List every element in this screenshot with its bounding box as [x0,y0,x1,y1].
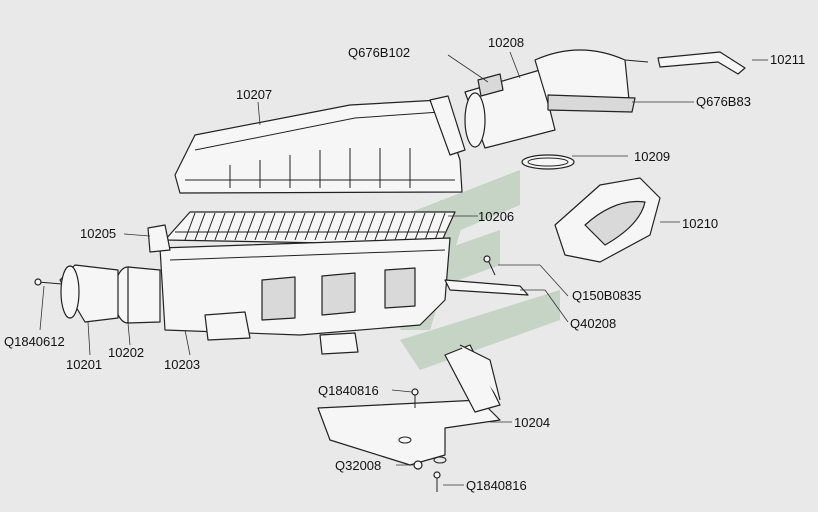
label-10209: 10209 [634,149,670,164]
vent-tube-10211[interactable] [657,51,746,75]
mounting-bracket-10204[interactable] [317,344,501,466]
part-labels: 10207 10206 10205 Q676B102 10208 10211 Q… [4,35,805,493]
label-10211: 10211 [770,52,805,67]
leader-lines [39,51,768,486]
label-q32008: Q32008 [335,458,381,473]
label-10201: 10201 [66,357,102,372]
label-10210: 10210 [682,216,718,231]
label-10208: 10208 [488,35,524,50]
seal-ring-10209[interactable] [521,154,575,170]
nut-q32008[interactable] [413,460,423,470]
air-cleaner-housing-10203[interactable] [147,224,451,355]
label-q150b0835: Q150B0835 [572,288,641,303]
air-cleaner-cover-10207[interactable] [174,95,466,194]
label-q1840816-top: Q1840816 [318,383,379,398]
bracket-q40208[interactable] [444,279,529,296]
screw-q1840612[interactable] [34,278,63,286]
label-10206: 10206 [478,209,514,224]
label-q1840612: Q1840612 [4,334,65,349]
label-q676b102: Q676B102 [348,45,410,60]
label-10207: 10207 [236,87,272,102]
label-10202: 10202 [108,345,144,360]
label-10204: 10204 [514,415,550,430]
resonator-10210[interactable] [554,177,661,263]
inlet-duct-10201[interactable] [59,264,119,323]
label-10205: 10205 [80,226,116,241]
label-10203: 10203 [164,357,200,372]
label-q676b83: Q676B83 [696,94,751,109]
outlet-hose-10208[interactable] [464,49,649,149]
bolt-q150b0835[interactable] [483,255,496,276]
label-q40208: Q40208 [570,316,616,331]
bolt-q1840816-top[interactable] [411,388,419,408]
intake-sleeve-10202[interactable] [113,266,161,324]
label-q1840816-bottom: Q1840816 [466,478,527,493]
bolt-q1840816-bottom[interactable] [433,471,441,492]
